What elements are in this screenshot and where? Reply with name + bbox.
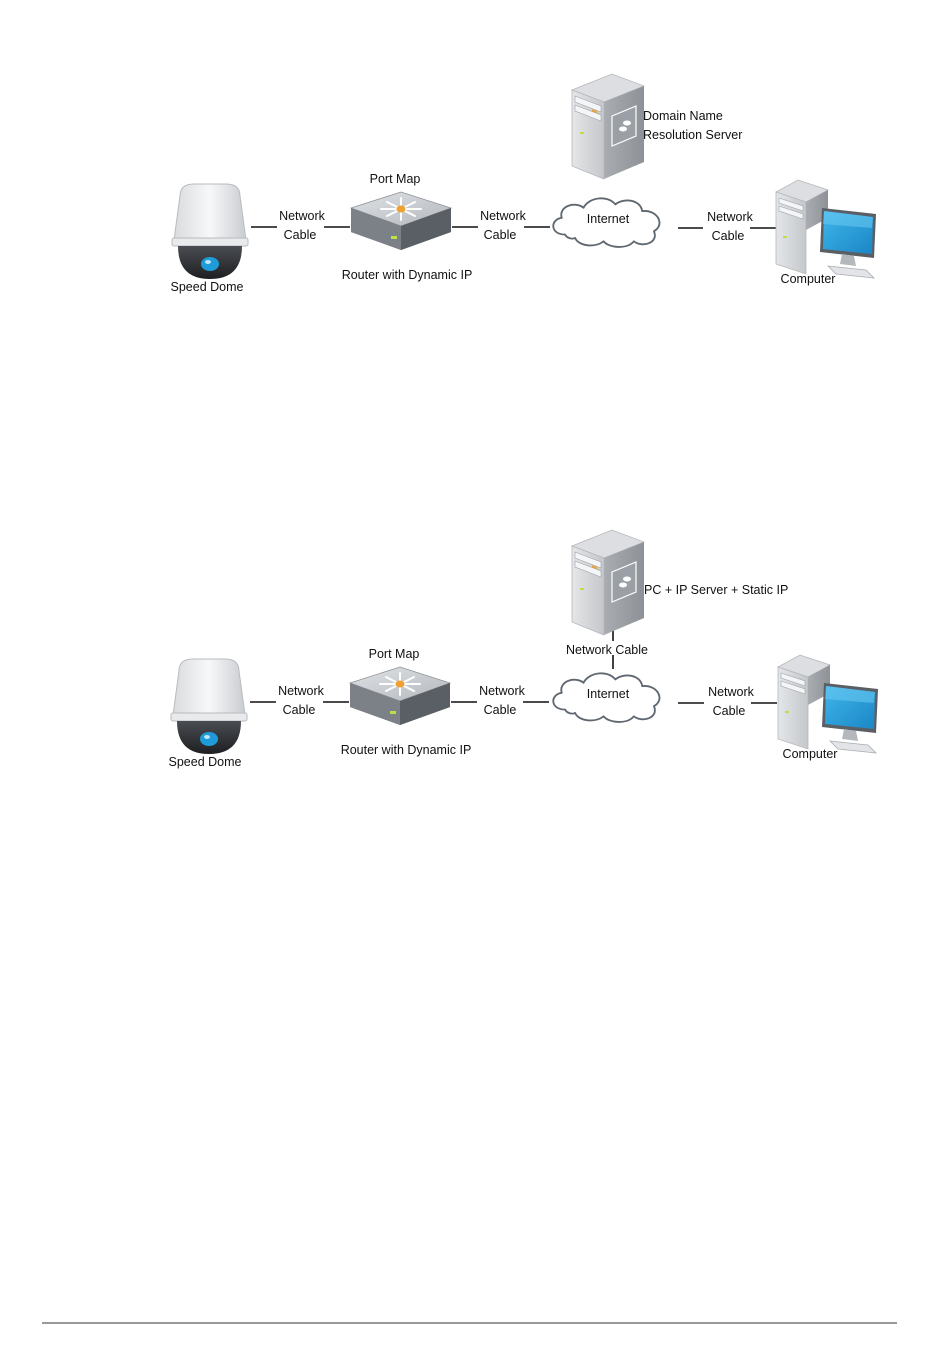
router-icon <box>350 667 450 725</box>
diagram-2: Speed Dome Network Cable Port Map Router… <box>169 530 878 769</box>
diagram-1: Speed Dome Network Cable Port Map Router… <box>171 74 876 294</box>
server-label: PC + IP Server + Static IP <box>644 583 788 597</box>
speed-dome-label: Speed Dome <box>171 280 244 294</box>
dns-server-icon <box>572 74 644 179</box>
computer-icon <box>776 180 876 278</box>
internet-label: Internet <box>587 212 630 226</box>
cable-label-line1: Network <box>278 684 325 698</box>
server-cable-label: Network Cable <box>566 643 648 657</box>
cable-label-line2: Cable <box>283 703 316 717</box>
port-map-label: Port Map <box>370 172 421 186</box>
cable-label-line1: Network <box>279 209 326 223</box>
cable-label-line2: Cable <box>484 703 517 717</box>
speed-dome-label: Speed Dome <box>169 755 242 769</box>
speed-dome-icon <box>172 184 248 279</box>
cable-label-line2: Cable <box>712 229 745 243</box>
server-label-line1: Domain Name <box>643 109 723 123</box>
cable-label-line1: Network <box>707 210 754 224</box>
router-icon <box>351 192 451 250</box>
cable-label-line1: Network <box>480 209 527 223</box>
internet-label: Internet <box>587 687 630 701</box>
computer-label: Computer <box>781 272 836 286</box>
cable-label-line1: Network <box>708 685 755 699</box>
router-label: Router with Dynamic IP <box>342 268 473 282</box>
cable-label-line1: Network <box>479 684 526 698</box>
computer-label: Computer <box>783 747 838 761</box>
cable-label-line2: Cable <box>713 704 746 718</box>
computer-icon <box>778 655 878 753</box>
speed-dome-icon <box>171 659 247 754</box>
cable-label-line2: Cable <box>484 228 517 242</box>
ip-server-icon <box>572 530 644 635</box>
port-map-label: Port Map <box>369 647 420 661</box>
server-label-line2: Resolution Server <box>643 128 742 142</box>
cable-label-line2: Cable <box>284 228 317 242</box>
router-label: Router with Dynamic IP <box>341 743 472 757</box>
